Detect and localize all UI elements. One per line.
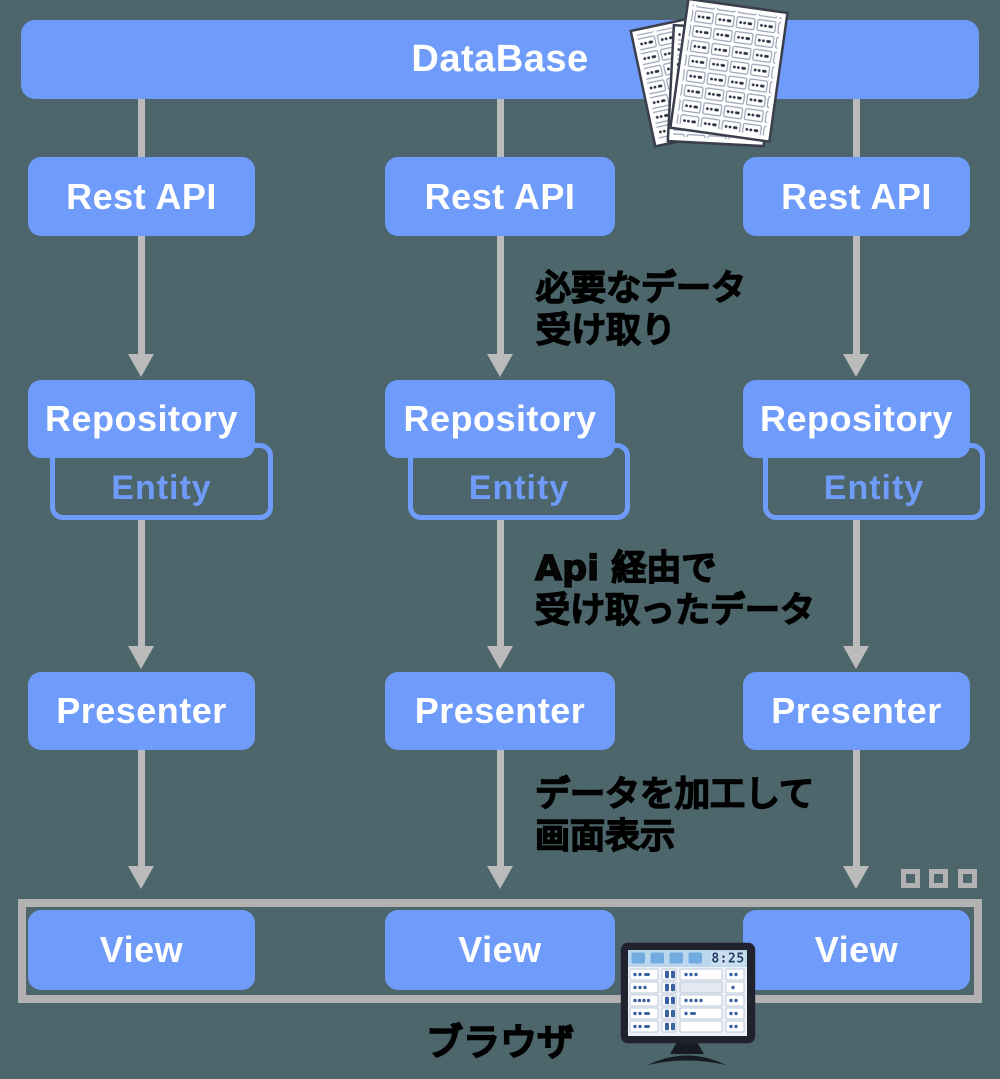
annotation-line: Api 経由で <box>534 548 717 589</box>
connector-restapi-repo-col2 <box>497 236 504 354</box>
connector-db-restapi-col3 <box>853 99 860 158</box>
connector-db-restapi-col2 <box>497 99 504 158</box>
repository-node-col2: Repository <box>385 380 615 458</box>
annotation-data-via-api: Api 経由で 受け取ったデータ <box>534 548 816 632</box>
browser-window-button-icon <box>901 869 920 888</box>
monitor-illustration: 8:25 <box>620 942 756 1073</box>
repository-node-col3: Repository <box>743 380 970 458</box>
connector-entity-presenter-col3 <box>853 520 860 646</box>
rest-api-node-col1: Rest API <box>28 157 255 236</box>
rest-api-node-col3: Rest API <box>743 157 970 236</box>
arrow-down-icon <box>843 354 869 377</box>
arrow-down-icon <box>487 354 513 377</box>
spreadsheet-monitor-icon: 8:25 <box>620 942 756 1065</box>
connector-db-restapi-col1 <box>138 99 145 158</box>
connector-restapi-repo-col3 <box>853 236 860 354</box>
documents-illustration <box>624 0 794 155</box>
annotation-receive-data: 必要なデータ 受け取り <box>535 268 747 352</box>
browser-window-button-icon <box>958 869 977 888</box>
view-node-col3: View <box>743 910 970 990</box>
arrow-down-icon <box>487 866 513 889</box>
monitor-clock: 8:25 <box>711 952 744 967</box>
browser-label: ブラウザ <box>425 1020 574 1064</box>
arrow-down-icon <box>487 646 513 669</box>
browser-window-button-icon <box>929 869 948 888</box>
view-node-col2: View <box>385 910 615 990</box>
presenter-node-col2: Presenter <box>385 672 615 750</box>
annotation-line: データを加工して <box>534 774 814 815</box>
arrow-down-icon <box>843 646 869 669</box>
connector-entity-presenter-col1 <box>138 520 145 646</box>
arrow-down-icon <box>128 354 154 377</box>
documents-icon <box>629 0 789 148</box>
arrow-down-icon <box>128 866 154 889</box>
connector-presenter-view-col1 <box>138 750 145 866</box>
connector-presenter-view-col3 <box>853 750 860 866</box>
database-node: DataBase <box>21 20 979 99</box>
connector-entity-presenter-col2 <box>497 520 504 646</box>
rest-api-node-col2: Rest API <box>385 157 615 236</box>
arrow-down-icon <box>843 866 869 889</box>
annotation-line: 必要なデータ <box>535 268 747 309</box>
annotation-line: 受け取ったデータ <box>534 590 816 631</box>
annotation-process-display: データを加工して 画面表示 <box>534 774 814 858</box>
connector-presenter-view-col2 <box>497 750 504 866</box>
annotation-line: 画面表示 <box>534 816 676 857</box>
presenter-node-col1: Presenter <box>28 672 255 750</box>
repository-node-col1: Repository <box>28 380 255 458</box>
browser-frame <box>18 899 982 1003</box>
arrow-down-icon <box>128 646 154 669</box>
view-node-col1: View <box>28 910 255 990</box>
annotation-line: 受け取り <box>535 310 677 351</box>
presenter-node-col3: Presenter <box>743 672 970 750</box>
connector-restapi-repo-col1 <box>138 236 145 354</box>
